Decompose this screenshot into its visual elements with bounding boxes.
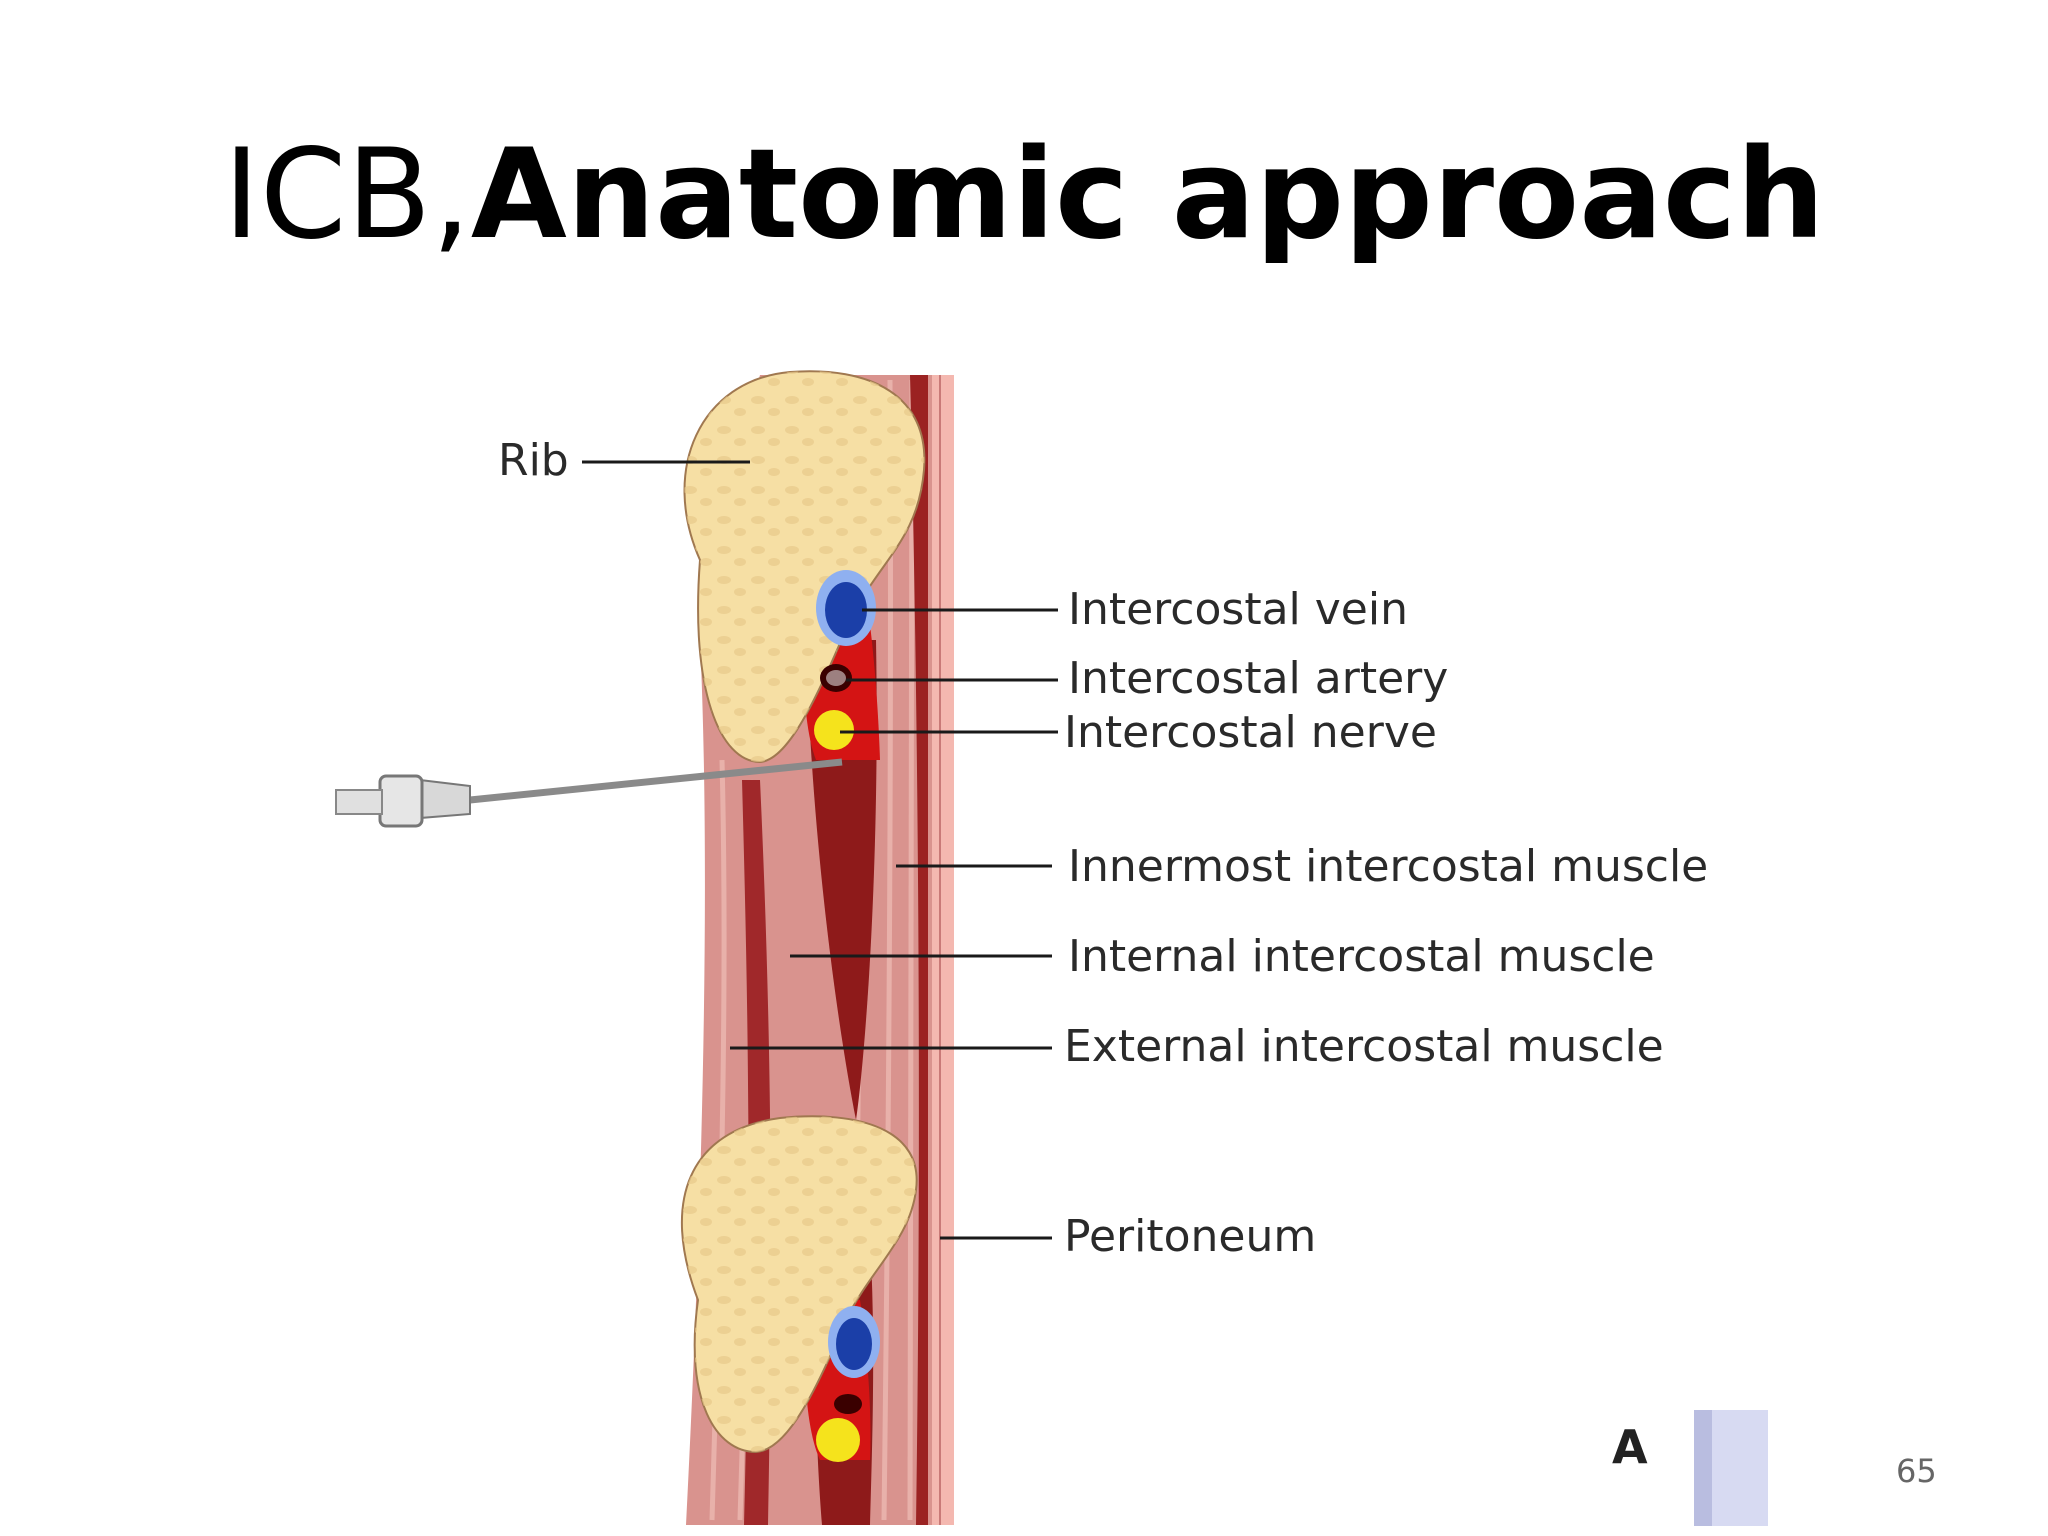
slide-number: 65 [1896,1452,1937,1490]
label-internal-intercostal-muscle: Internal intercostal muscle [1068,931,1655,982]
leader-lines [582,460,1058,1240]
label-external-intercostal-muscle: External intercostal muscle [1064,1021,1664,1072]
label-intercostal-vein: Intercostal vein [1068,584,1408,635]
label-peritoneum: Peritoneum [1064,1211,1317,1262]
label-intercostal-artery: Intercostal artery [1068,653,1449,704]
label-innermost-intercostal-muscle: Innermost intercostal muscle [1068,841,1709,892]
intercostal-nerve-shape [814,710,854,750]
label-intercostal-nerve: Intercostal nerve [1064,707,1437,758]
needle [335,758,843,828]
slide-title: ICB,Anatomic approach [0,120,2048,270]
innermost-intercostal-muscle [910,375,928,1525]
label-rib: Rib [498,435,569,486]
title-prefix: ICB, [223,123,471,267]
title-main: Anatomic approach [470,123,1825,267]
figure-letter: A [1612,1420,1648,1474]
scale-ruler [1694,1410,1768,1526]
